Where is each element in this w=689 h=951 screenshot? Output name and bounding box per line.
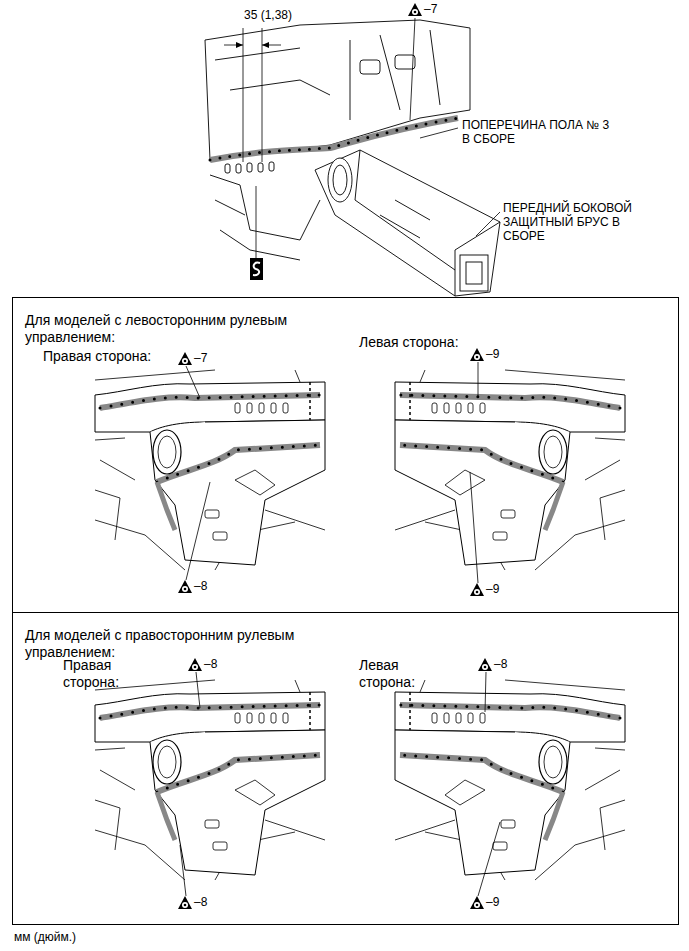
side-heading: Левая сторона: bbox=[359, 657, 431, 691]
callout-number: –7 bbox=[424, 2, 437, 16]
callout-number: –7 bbox=[194, 351, 207, 365]
callout-number: –8 bbox=[194, 579, 207, 593]
panel-heading: Для моделей с левосторонним рулевым упра… bbox=[25, 312, 345, 346]
condition-panel: Для моделей с левосторонним рулевым упра… bbox=[12, 297, 679, 613]
part-name: ПЕРЕДНИЙ БОКОВОЙ ЗАЩИТНЫЙ БРУС В СБОРЕ bbox=[503, 201, 663, 243]
callout-number: –9 bbox=[486, 895, 499, 909]
panel-heading: Для моделей с правосторонним рулевым упр… bbox=[25, 627, 345, 661]
condition-panel: Для моделей с правосторонним рулевым упр… bbox=[12, 612, 679, 925]
part-name: ПОПЕРЕЧИНА ПОЛА № 3 В СБОРЕ bbox=[462, 118, 610, 146]
callout-number: –9 bbox=[486, 347, 499, 361]
callout-number: –8 bbox=[494, 657, 507, 671]
callout-number: –8 bbox=[204, 657, 217, 671]
callout-number: –9 bbox=[486, 582, 499, 596]
side-heading: Правая сторона: bbox=[43, 348, 203, 365]
side-heading: Правая сторона: bbox=[63, 657, 135, 691]
callout-number: –8 bbox=[194, 895, 207, 909]
dimension: 35 (1,38) bbox=[244, 8, 292, 22]
unit-note: мм (дюйм.) bbox=[14, 930, 76, 944]
